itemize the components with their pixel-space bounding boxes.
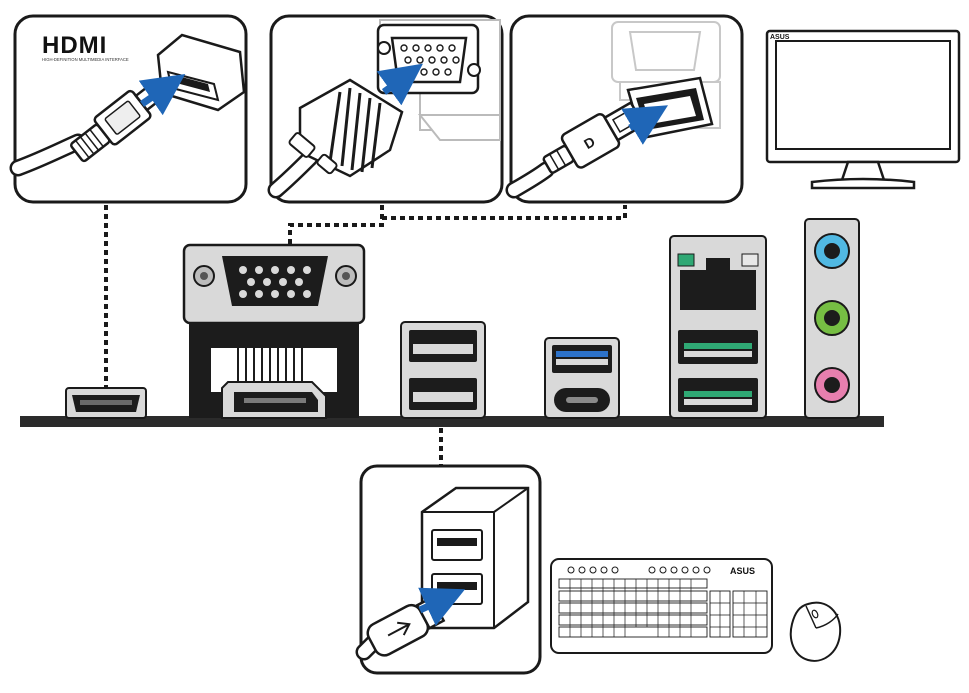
motherboard-edge [20, 416, 884, 427]
vga-port [182, 243, 366, 325]
displayport-port [189, 323, 359, 419]
usb-callout [355, 464, 542, 675]
hdmi-logo: HDMI [42, 32, 107, 59]
arrow-icon [621, 105, 669, 145]
monitor-brand: ASUS [770, 34, 790, 41]
hdmi-port [65, 387, 147, 419]
audio-jack-mic [814, 367, 850, 403]
lan-usb3-port-stack [669, 235, 767, 419]
monitor-icon: ASUS [765, 29, 961, 190]
arrow-icon [138, 74, 186, 116]
audio-jack-line-in [814, 233, 850, 269]
leader-lines [104, 205, 627, 466]
audio-jack-line-out [814, 300, 850, 336]
vga-plug-icon [288, 78, 404, 178]
leader-line-displayport [382, 205, 627, 220]
keyboard-icon: ASUS [550, 558, 773, 654]
hdmi-logo-tagline: HIGH-DEFINITION MULTIMEDIA INTERFACE [42, 57, 129, 62]
audio-jack-stack [804, 218, 860, 419]
arrow-icon [376, 63, 423, 106]
usb3-usbc-port-stack [544, 337, 620, 419]
leader-line-vga [288, 205, 384, 245]
arrow-icon [418, 587, 466, 626]
keyboard-brand: ASUS [730, 566, 755, 576]
displayport-callout: D [505, 14, 744, 204]
mouse-icon [789, 601, 842, 662]
vga-callout [267, 14, 504, 204]
usb-port-stack [400, 321, 486, 419]
hdmi-callout: HDMI HIGH-DEFINITION MULTIMEDIA INTERFAC… [9, 14, 248, 204]
